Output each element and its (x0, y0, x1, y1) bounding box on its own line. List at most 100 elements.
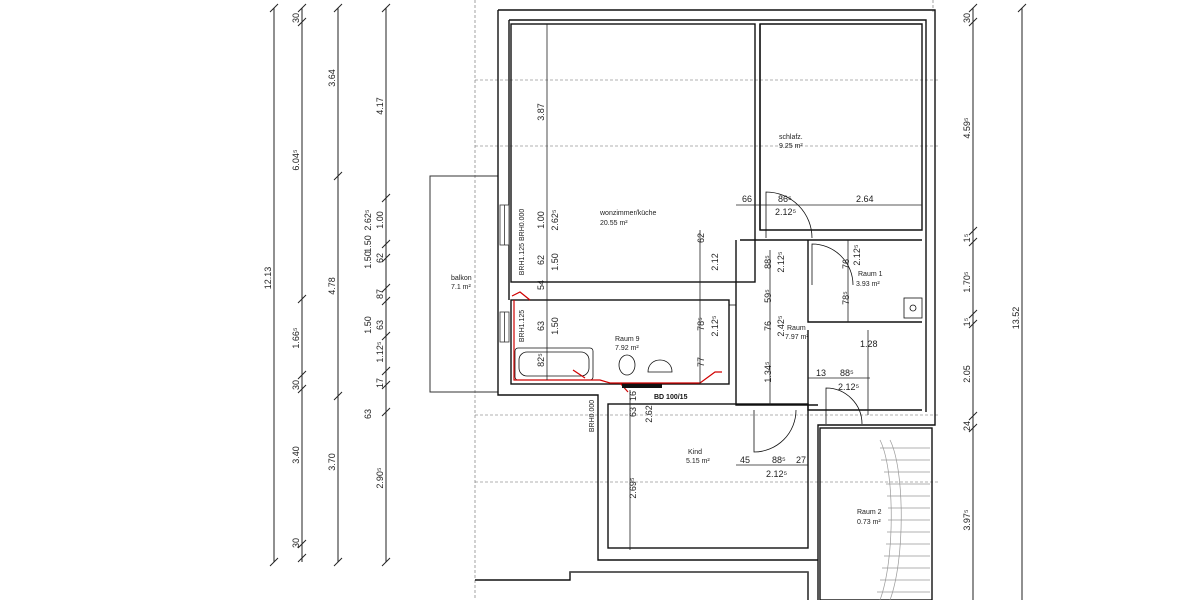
dim-r-2-05: 2.05 (962, 365, 972, 383)
dim-col2-30c: 30 (291, 538, 301, 548)
room-name-balkon: balkon (451, 275, 472, 282)
dim-2-42: 2.42⁵ (776, 315, 786, 337)
dim-2-12-a: 2.12⁵ (775, 207, 797, 217)
dim-76-a: 76 (841, 259, 851, 269)
sink-raum1 (903, 297, 923, 319)
dim-2-62-left: 2.62⁵ (363, 209, 373, 231)
dim-4-78: 4.78 (327, 277, 337, 295)
parapet-label-a: BRH1.125 BRH0.000 (519, 209, 526, 276)
doors (729, 191, 863, 453)
room-name-wohnkueche: wonzimmer/küche (599, 210, 657, 217)
windows (499, 204, 510, 343)
dim-1-28: 1.28 (860, 339, 878, 349)
dim-66: 66 (742, 194, 752, 204)
dim-3-70: 3.70 (327, 453, 337, 471)
dim-1-50-b: 1.50 (363, 251, 373, 269)
dim-62-left: 62 (375, 253, 385, 263)
room-area-schlafz: 9.25 m² (779, 143, 803, 150)
room-name-raum2: Raum 2 (857, 509, 882, 516)
room-area-kind: 5.15 m² (686, 458, 710, 465)
dim-1-50-b-in: 1.50 (550, 317, 560, 335)
dim-col2-30a: 30 (291, 13, 301, 23)
dim-82: 82⁵ (536, 353, 546, 367)
washbasin (647, 359, 673, 373)
dim-r-1a: 1⁵ (962, 233, 972, 242)
dim-2-69: 2.69⁵ (628, 477, 638, 499)
dim-86: 86⁵ (778, 194, 792, 204)
dim-2-12-e: 2.12⁵ (710, 315, 720, 337)
dim-r-1b: 1⁵ (962, 317, 972, 326)
room-area-raum1: 3.93 m² (856, 281, 880, 288)
dim-12-13: 12.13 (263, 267, 273, 290)
dim-87-left: 87 (375, 289, 385, 299)
dim-63-b: 63 (628, 407, 638, 417)
staircase (877, 439, 930, 600)
parapet-label-c: BRH0.000 (589, 400, 596, 432)
dim-17-left: 17 (375, 378, 385, 388)
room-name-schlafz: schlafz. (779, 134, 803, 141)
dim-r-1-70: 1.70⁵ (962, 271, 972, 293)
dim-6-04: 6.04⁵ (291, 149, 301, 171)
dim-62: 62 (536, 255, 546, 265)
room-area-raum2: 0.73 m² (857, 519, 881, 526)
dim-r-4-59: 4.59⁵ (962, 117, 972, 139)
dim-88-a: 88⁵ (763, 255, 773, 269)
dim-2-12-c: 2.12⁵ (776, 251, 786, 273)
dim-63: 63 (536, 321, 546, 331)
room-area-raum-small: 7.97 m² (785, 334, 809, 341)
beam (622, 384, 662, 388)
dim-76-b: 76 (763, 321, 773, 331)
walls (475, 9, 936, 600)
dimension-labels-left: 12.13 30 6.04⁵ 1.66⁵ 30 3.40 30 3.64 4.7… (263, 13, 385, 548)
dim-59: 59⁵ (763, 289, 773, 303)
dim-2-90: 2.90⁵ (375, 467, 385, 489)
dim-62-b: 62 (696, 233, 706, 243)
dim-1-66: 1.66⁵ (291, 327, 301, 349)
dim-54: 54 (536, 280, 546, 290)
dim-2-12-b: 2.12 (710, 253, 720, 271)
dimension-chains-left (269, 3, 391, 567)
installation-lines (511, 291, 722, 393)
dim-r-30: 30 (962, 13, 972, 23)
dim-2-12-d: 2.12⁵ (852, 244, 862, 266)
dim-2-62: 2.62⁵ (550, 209, 560, 231)
dim-1-12: 1.12⁵ (375, 341, 385, 363)
room-name-raum1: Raum 1 (858, 271, 883, 278)
room-name-raum-small: Raum (787, 325, 806, 332)
reference-lines (474, 0, 940, 600)
parapet-label-b: BRH1.125 (519, 310, 526, 342)
dim-1-00: 1.00 (536, 211, 546, 229)
dim-2-12-f: 2.12⁵ (838, 382, 860, 392)
dim-2-64: 2.64 (856, 194, 874, 204)
dim-1-50-c: 1.50 (363, 316, 373, 334)
dim-1-34: 1.34⁵ (763, 361, 773, 383)
dim-r-3-97: 3.97⁵ (962, 509, 972, 531)
room-labels: wonzimmer/küche 20.55 m² schlafz. 9.25 m… (451, 134, 883, 526)
dim-2-12-g: 2.12⁵ (766, 469, 788, 479)
dim-78: 78⁵ (841, 291, 851, 305)
dim-45: 45 (740, 455, 750, 465)
dim-1-50-a-in: 1.50 (550, 253, 560, 271)
dim-2-62-b: 2.62 (644, 405, 654, 423)
inner-dimension-labels: 3.87 1.00 2.62⁵ 62 1.50 54 63 1.50 82⁵ 6… (536, 103, 878, 498)
room-area-wohnkueche: 20.55 m² (600, 220, 628, 227)
dim-16: 16 (628, 391, 638, 401)
dim-78-b: 78⁵ (696, 317, 706, 331)
dim-27: 27 (796, 455, 806, 465)
dim-63-left-b: 63 (363, 409, 373, 419)
dim-r-24: 24 (962, 421, 972, 431)
dim-1-00-left: 1.00 (375, 211, 385, 229)
dim-3-87: 3.87 (536, 103, 546, 121)
dim-r-13-52: 13.52 (1011, 307, 1021, 330)
toilet (618, 354, 636, 376)
dim-63-left-a: 63 (375, 320, 385, 330)
room-area-raum9: 7.92 m² (615, 345, 639, 352)
dim-1-50-a: 1.50 (363, 235, 373, 253)
dim-3-64: 3.64 (327, 69, 337, 87)
dim-col2-30b: 30 (291, 380, 301, 390)
inner-dimension-lines (546, 24, 922, 550)
room-area-balkon: 7.1 m² (451, 284, 472, 291)
room-name-raum9: Raum 9 (615, 336, 640, 343)
dim-3-40: 3.40 (291, 446, 301, 464)
